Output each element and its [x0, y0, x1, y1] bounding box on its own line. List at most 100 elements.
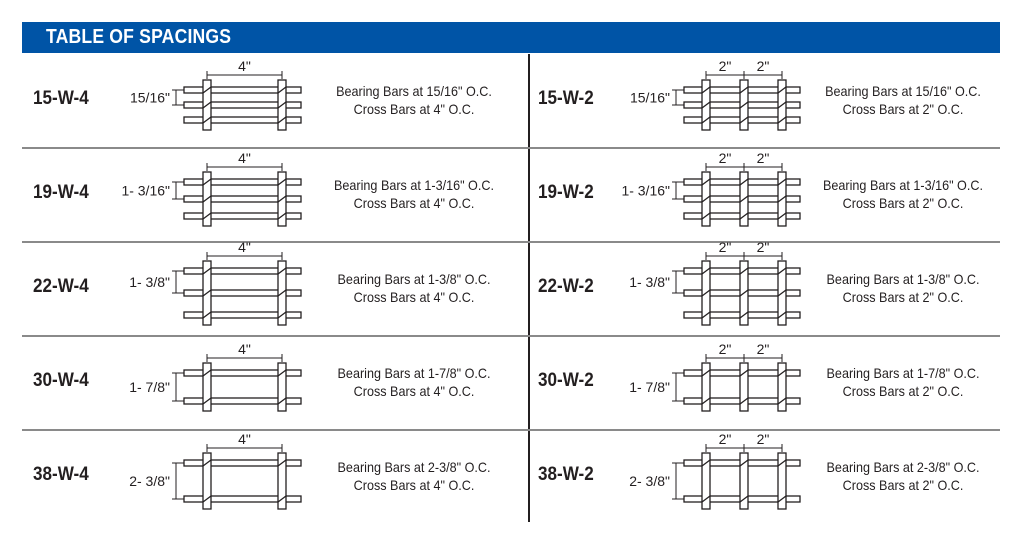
- cross-bar-spacing: Cross Bars at 2" O.C.: [842, 101, 964, 117]
- cross-bar: [277, 362, 287, 412]
- cross-spacing-label: 2": [719, 341, 732, 357]
- column-divider: [528, 54, 530, 522]
- spacing-description: Bearing Bars at 1-3/8" O.C. Cross Bars at…: [804, 270, 1002, 306]
- grating-code: 38-W-2: [538, 464, 594, 485]
- grating-row: 38-W-2 Bearing Bars at 2-3/8" O.C.Cross …: [508, 430, 1008, 524]
- cross-spacing-label: 4": [238, 431, 251, 447]
- grating-diagram-icon: 2" 2" 1- 3/16": [621, 150, 801, 227]
- spacing-description: Bearing Bars at 1-3/8" O.C. Cross Bars at…: [315, 270, 513, 306]
- grating-code: 30-W-4: [33, 370, 89, 391]
- bearing-bar-spacing: Bearing Bars at 1-3/8" O.C.: [826, 271, 980, 287]
- cross-spacing-label: 2": [719, 431, 732, 447]
- bearing-bar: [183, 212, 302, 220]
- grating-code: 22-W-2: [538, 276, 594, 297]
- spacing-description: Bearing Bars at 1-7/8" O.C.Cross Bars at…: [804, 364, 1002, 400]
- grating-code: 38-W-4: [33, 464, 89, 485]
- cross-bar-spacing: Cross Bars at 4" O.C.: [353, 289, 475, 305]
- grating-row: 22-W-4 Bearing Bars at 1-3/8" O.C. Cross …: [0, 239, 500, 336]
- grating-row: 19-W-4 Bearing Bars at 1-3/16" O.C. Cross…: [0, 148, 500, 242]
- bearing-spacing-label: 15/16": [630, 90, 670, 106]
- row-divider: [22, 429, 1000, 431]
- bearing-spacing-label: 2- 3/8": [129, 473, 170, 489]
- spacing-description: Bearing Bars at 2-3/8" O.C.Cross Bars at…: [804, 458, 1002, 494]
- cross-bar: [202, 362, 212, 412]
- grating-row: 19-W-2 Bearing Bars at 1-3/16" O.C.Cross…: [508, 148, 1008, 242]
- grating-code: 15-W-4: [33, 88, 89, 109]
- cross-spacing-label: 4": [238, 150, 251, 166]
- cross-spacing-label: 4": [238, 58, 251, 74]
- cross-spacing-label: 2": [719, 150, 732, 166]
- cross-spacing-label: 4": [238, 341, 251, 357]
- bearing-spacing-label: 1- 7/8": [129, 379, 170, 395]
- cross-bar-spacing: Cross Bars at 2" O.C.: [842, 289, 964, 305]
- cross-spacing-label: 2": [757, 341, 770, 357]
- grating-diagram-icon: 2" 2" 1- 7/8": [629, 341, 801, 412]
- cross-bar: [202, 452, 212, 510]
- cross-spacing-label: 2": [757, 431, 770, 447]
- cross-spacing-label: 2": [757, 58, 770, 74]
- spacing-description: Bearing Bars at 15/16" O.C. Cross Bars at…: [804, 82, 1002, 118]
- cross-bar: [277, 452, 287, 510]
- page-title: TABLE OF SPACINGS: [46, 26, 232, 48]
- cross-bar-spacing: Cross Bars at 4" O.C.: [353, 477, 475, 493]
- spacing-description: Bearing Bars at 1-3/16" O.C. Cross Bars a…: [315, 176, 513, 212]
- bearing-spacing-label: 1- 3/16": [621, 183, 670, 199]
- row-divider: [22, 241, 1000, 243]
- grating-row: 38-W-4 Bearing Bars at 2-3/8" O.C. Cross …: [0, 430, 500, 524]
- bearing-bar-spacing: Bearing Bars at 2-3/8" O.C.: [826, 459, 980, 475]
- bearing-spacing-label: 1- 3/8": [129, 274, 170, 290]
- bearing-spacing-label: 1- 7/8": [629, 379, 670, 395]
- cross-bar: [739, 362, 749, 412]
- grating-row: 22-W-2 Bearing Bars at 1-3/8" O.C. Cross …: [508, 239, 1008, 336]
- spacing-description: Bearing Bars at 1-3/16" O.C.Cross Bars a…: [804, 176, 1002, 212]
- grating-code: 15-W-2: [538, 88, 594, 109]
- row-divider: [22, 147, 1000, 149]
- cross-bar-spacing: Cross Bars at 4" O.C.: [353, 101, 475, 117]
- cross-bar-spacing: Cross Bars at 4" O.C.: [353, 195, 475, 211]
- cross-bar: [739, 452, 749, 510]
- grating-code: 19-W-4: [33, 182, 89, 203]
- grating-row: 15-W-4 Bearing Bars at 15/16" O.C. Cross …: [0, 54, 500, 148]
- grating-code: 30-W-2: [538, 370, 594, 391]
- row-divider: [22, 335, 1000, 337]
- bearing-bar-spacing: Bearing Bars at 2-3/8" O.C.: [337, 459, 491, 475]
- grating-diagram-icon: 4" 1- 7/8": [129, 341, 302, 412]
- bearing-spacing-label: 1- 3/8": [629, 274, 670, 290]
- grating-code: 22-W-4: [33, 276, 89, 297]
- cross-bar-spacing: Cross Bars at 2" O.C.: [842, 383, 964, 399]
- cross-spacing-label: 2": [757, 150, 770, 166]
- grating-row: 30-W-4 Bearing Bars at 1-7/8" O.C. Cross …: [0, 336, 500, 430]
- bearing-bar: [183, 116, 302, 124]
- grating-diagram-icon: 4" 1- 3/8": [129, 239, 302, 326]
- bearing-bar-spacing: Bearing Bars at 1-3/16" O.C.: [334, 177, 494, 193]
- cross-bar: [701, 452, 711, 510]
- grating-diagram-icon: 2" 2" 15/16": [630, 58, 801, 131]
- cross-bar: [701, 362, 711, 412]
- grating-diagram-icon: 2" 2" 2- 3/8": [629, 431, 801, 510]
- bearing-bar-spacing: Bearing Bars at 15/16" O.C.: [336, 83, 492, 99]
- cross-bar: [777, 452, 787, 510]
- grating-row: 15-W-2 Bearing Bars at 15/16" O.C. Cross …: [508, 54, 1008, 148]
- bearing-bar-spacing: Bearing Bars at 15/16" O.C.: [825, 83, 981, 99]
- grating-diagram-icon: 2" 2" 1- 3/8": [629, 239, 801, 326]
- bearing-bar-spacing: Bearing Bars at 1-7/8" O.C.: [337, 365, 491, 381]
- cross-bar-spacing: Cross Bars at 4" O.C.: [353, 383, 475, 399]
- spacing-description: Bearing Bars at 2-3/8" O.C. Cross Bars at…: [315, 458, 513, 494]
- grating-row: 30-W-2 Bearing Bars at 1-7/8" O.C.Cross …: [508, 336, 1008, 430]
- spacing-description: Bearing Bars at 15/16" O.C. Cross Bars at…: [315, 82, 513, 118]
- bearing-bar-spacing: Bearing Bars at 1-3/16" O.C.: [823, 177, 983, 193]
- grating-diagram-icon: 4" 1- 3/16": [121, 150, 302, 227]
- grating-diagram-icon: 4" 2- 3/8": [129, 431, 302, 510]
- bearing-spacing-label: 1- 3/16": [121, 183, 170, 199]
- bearing-bar-spacing: Bearing Bars at 1-3/8" O.C.: [337, 271, 491, 287]
- bearing-bar: [183, 311, 302, 319]
- cross-spacing-label: 2": [719, 239, 732, 255]
- cross-spacing-label: 4": [238, 239, 251, 255]
- header-bar: TABLE OF SPACINGS: [22, 22, 1000, 53]
- bearing-spacing-label: 15/16": [130, 90, 170, 106]
- bearing-spacing-label: 2- 3/8": [629, 473, 670, 489]
- spacing-description: Bearing Bars at 1-7/8" O.C. Cross Bars at…: [315, 364, 513, 400]
- cross-spacing-label: 2": [719, 58, 732, 74]
- cross-spacing-label: 2": [757, 239, 770, 255]
- grating-diagram-icon: 4" 15/16": [130, 58, 302, 131]
